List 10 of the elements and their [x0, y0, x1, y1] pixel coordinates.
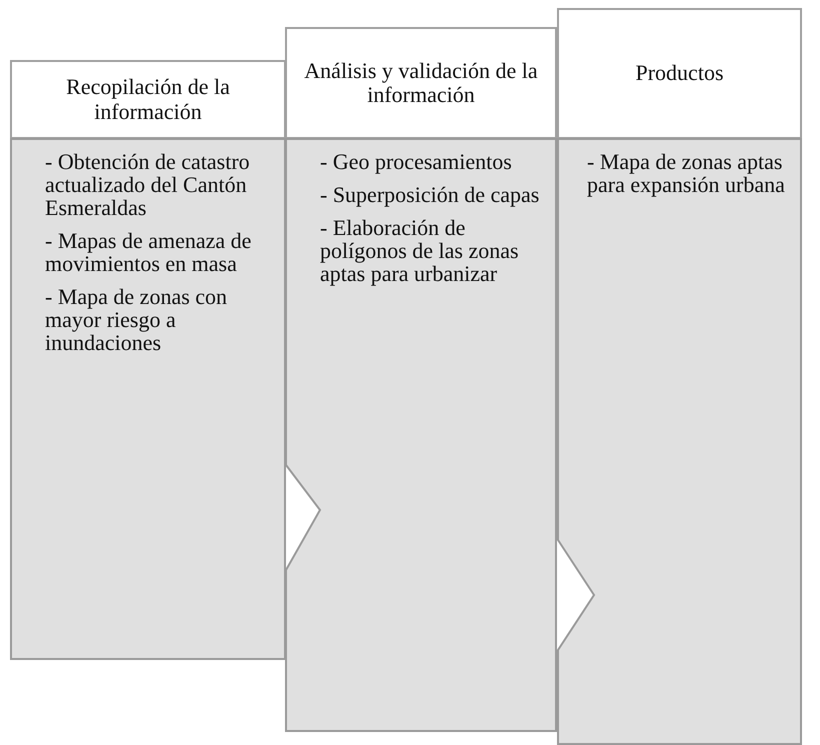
column-header: Recopilación de la información	[10, 60, 286, 139]
list-item: - Superposición de capas	[320, 183, 540, 206]
column-header: Análisis y validación de la información	[285, 27, 557, 139]
list-item: - Mapa de zonas con mayor riesgo a inundaciones	[45, 285, 228, 354]
column-header: Productos	[557, 8, 802, 139]
list-item: - Elaboración de polígonos de las zonas aptas para urbanizar	[320, 216, 520, 286]
list-item: - Geo procesamientos	[320, 150, 513, 174]
list-item: - Mapas de amenaza de movimientos en masa	[45, 229, 252, 276]
list-item: - Mapa de zonas aptas para expansión urbana	[587, 150, 786, 196]
list-item: - Obtención de catastro actualizado del Cantón Esmeraldas	[45, 150, 251, 220]
